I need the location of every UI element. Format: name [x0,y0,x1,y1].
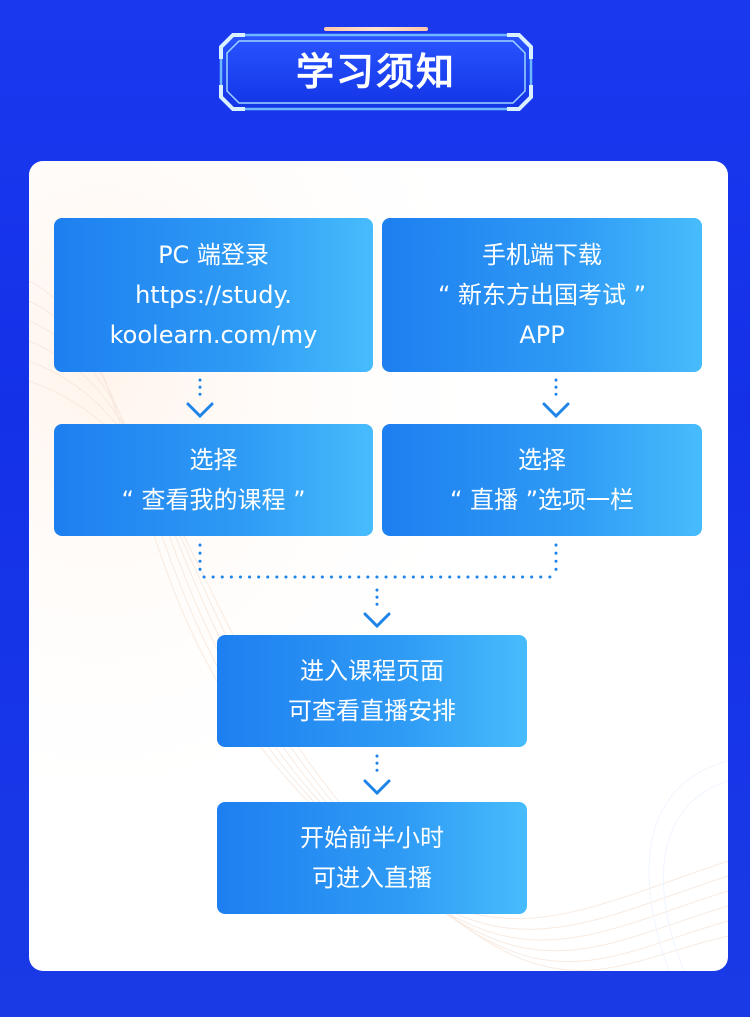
step-enter-course-page: 进入课程页面 可查看直播安排 [217,635,527,747]
step-enter-course-page-line-2: 可查看直播安排 [288,697,456,725]
step-select-live-line-2: “ 直播 ”选项一栏 [449,486,635,514]
step-mobile-download-line-1: 手机端下载 [482,241,602,269]
step-enter-course-page-line-1: 进入课程页面 [300,657,444,685]
step-join-live-line-2: 可进入直播 [312,864,432,892]
step-join-live-line-1: 开始前半小时 [300,824,444,852]
step-pc-login-line-1: PC 端登录 [158,241,269,269]
step-join-live: 开始前半小时 可进入直播 [217,802,527,914]
step-select-my-courses-line-1: 选择 [189,446,238,474]
step-select-my-courses: 选择 “ 查看我的课程 ” [54,424,373,536]
step-pc-login: PC 端登录 https://study. koolearn.com/my [54,218,373,372]
step-select-live: 选择 “ 直播 ”选项一栏 [382,424,702,536]
step-pc-login-url-line-2[interactable]: koolearn.com/my [109,321,318,349]
page-title: 学习须知 [295,50,456,94]
title-badge: 学习须知 [219,25,533,111]
step-mobile-download-line-2: “ 新东方出国考试 ” [437,281,647,309]
title-accent-bar [324,27,428,31]
step-select-my-courses-line-2: “ 查看我的课程 ” [121,486,306,514]
step-pc-login-url-line-1[interactable]: https://study. [135,281,292,309]
step-mobile-download-line-3: APP [519,321,565,349]
step-select-live-line-1: 选择 [518,446,566,474]
title-frame [219,33,533,111]
step-mobile-download: 手机端下载 “ 新东方出国考试 ” APP [382,218,702,372]
